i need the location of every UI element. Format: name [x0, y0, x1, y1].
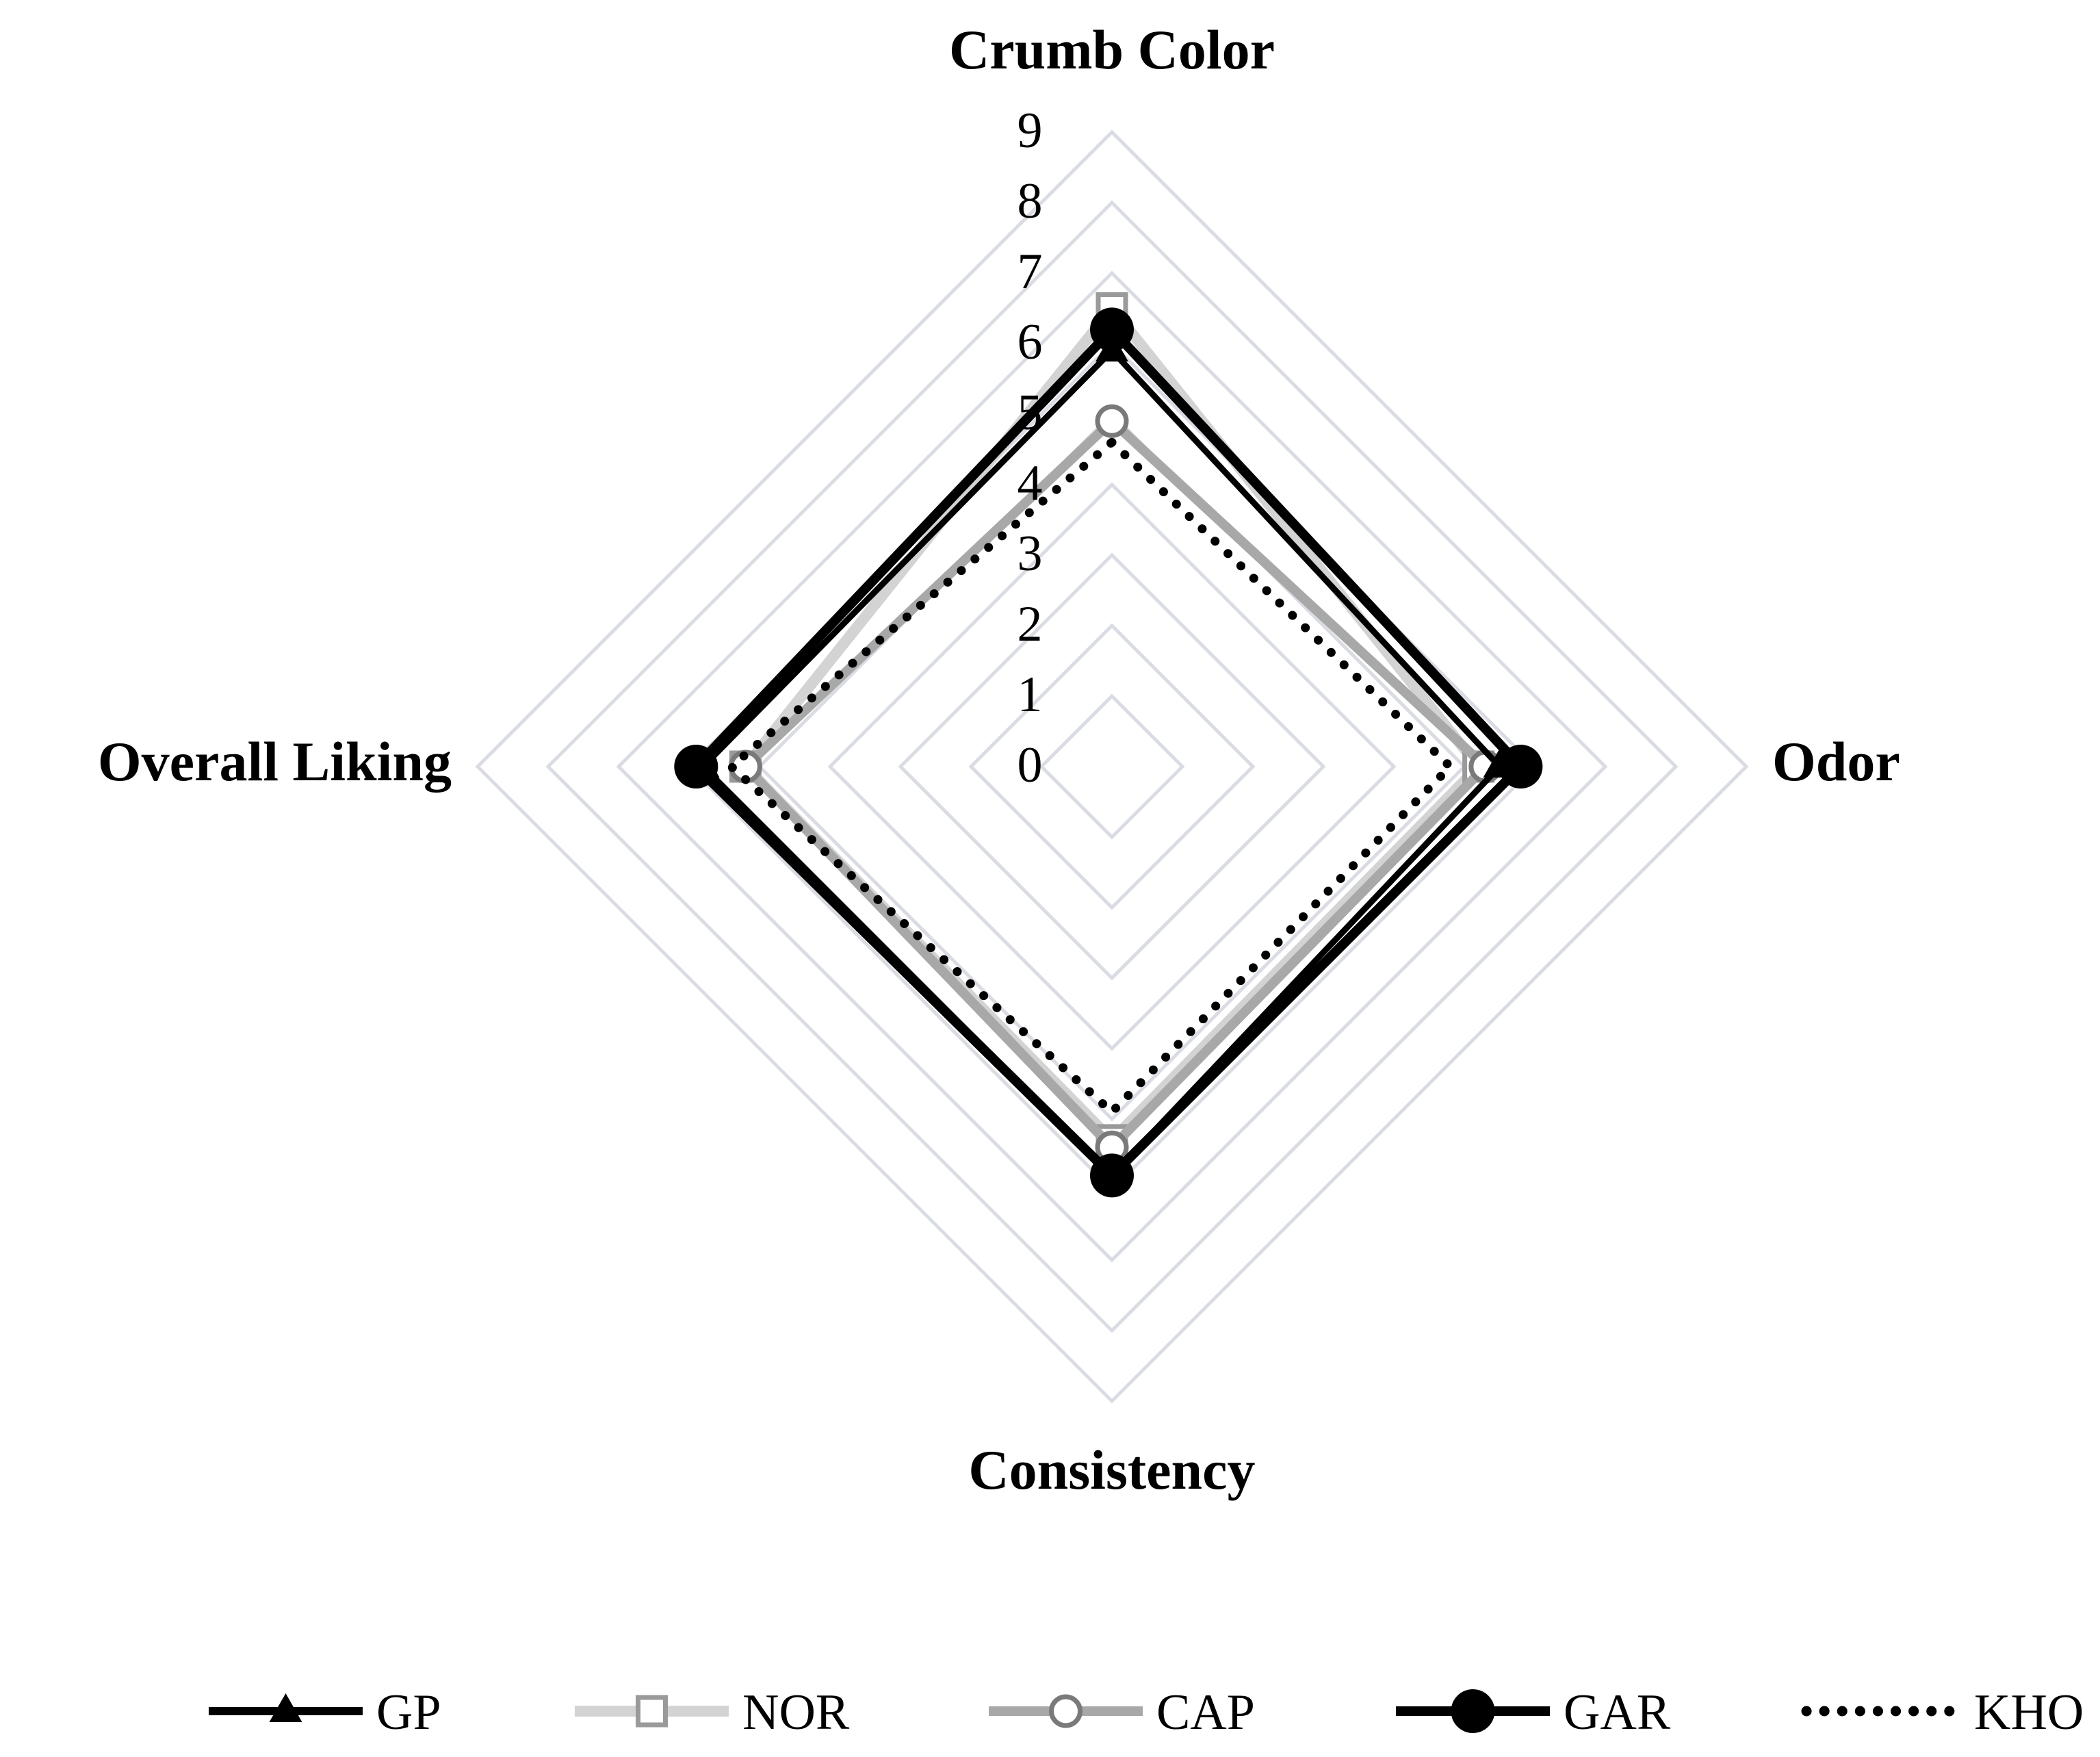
tick-labels: 0 1 2 3 4 5 6 7 8 9	[1017, 103, 1043, 793]
point-cap-0	[1095, 404, 1129, 438]
axis-label-crumb-color: Crumb Color	[949, 18, 1275, 81]
legend-label-kho: KHO	[1974, 1684, 2084, 1741]
legend-label-cap: CAP	[1156, 1684, 1255, 1741]
series-gp	[686, 333, 1516, 1187]
series-line-gp	[699, 346, 1504, 1180]
grid-ring-1	[1039, 693, 1185, 840]
legend-item-kho: KHO	[1801, 1684, 2084, 1741]
legend-label-nor: NOR	[742, 1684, 850, 1741]
legend-marker-gar	[1451, 1689, 1495, 1733]
grid-ring-6	[686, 341, 1538, 1192]
series-line-gar	[689, 322, 1528, 1183]
tick-label-6: 6	[1017, 314, 1043, 370]
point-gar-3	[674, 745, 718, 788]
point-gar-0	[1090, 307, 1134, 352]
series-layer	[674, 292, 1543, 1198]
legend-item-gp: GP	[209, 1684, 441, 1741]
grid-ring-4	[827, 482, 1397, 1051]
legend-label-gp: GP	[376, 1684, 441, 1741]
legend-item-nor: NOR	[575, 1684, 850, 1741]
axis-label-odor: Odor	[1772, 730, 1900, 793]
grid-ring-3	[898, 552, 1326, 981]
tick-label-1: 1	[1017, 667, 1043, 723]
legend-marker-nor	[636, 1695, 668, 1728]
grid-ring-8	[545, 200, 1678, 1333]
legend-item-cap: CAP	[989, 1684, 1255, 1741]
legend-marker-gp	[269, 1693, 302, 1722]
grid-ring-7	[616, 270, 1608, 1263]
tick-label-5: 5	[1017, 385, 1043, 441]
axis-label-consistency: Consistency	[968, 1439, 1255, 1501]
tick-label-2: 2	[1017, 596, 1043, 652]
tick-label-0: 0	[1017, 737, 1043, 793]
legend-label-gar: GAR	[1564, 1684, 1671, 1741]
series-gar	[674, 307, 1543, 1198]
tick-label-3: 3	[1017, 526, 1043, 582]
tick-label-7: 7	[1017, 244, 1043, 300]
grid-ring-2	[968, 623, 1256, 910]
legend-item-gar: GAR	[1396, 1684, 1671, 1741]
tick-label-4: 4	[1017, 455, 1043, 511]
legend-marker-cap	[1049, 1694, 1083, 1728]
grid-ring-9	[475, 129, 1749, 1404]
point-gar-1	[1499, 745, 1543, 788]
tick-label-9: 9	[1017, 103, 1043, 159]
point-gar-2	[1090, 1153, 1134, 1198]
legend: GP NOR CAP GAR KHO	[209, 1684, 2084, 1741]
axis-label-overall-liking: Overall Liking	[98, 730, 452, 793]
tick-label-8: 8	[1017, 173, 1043, 229]
